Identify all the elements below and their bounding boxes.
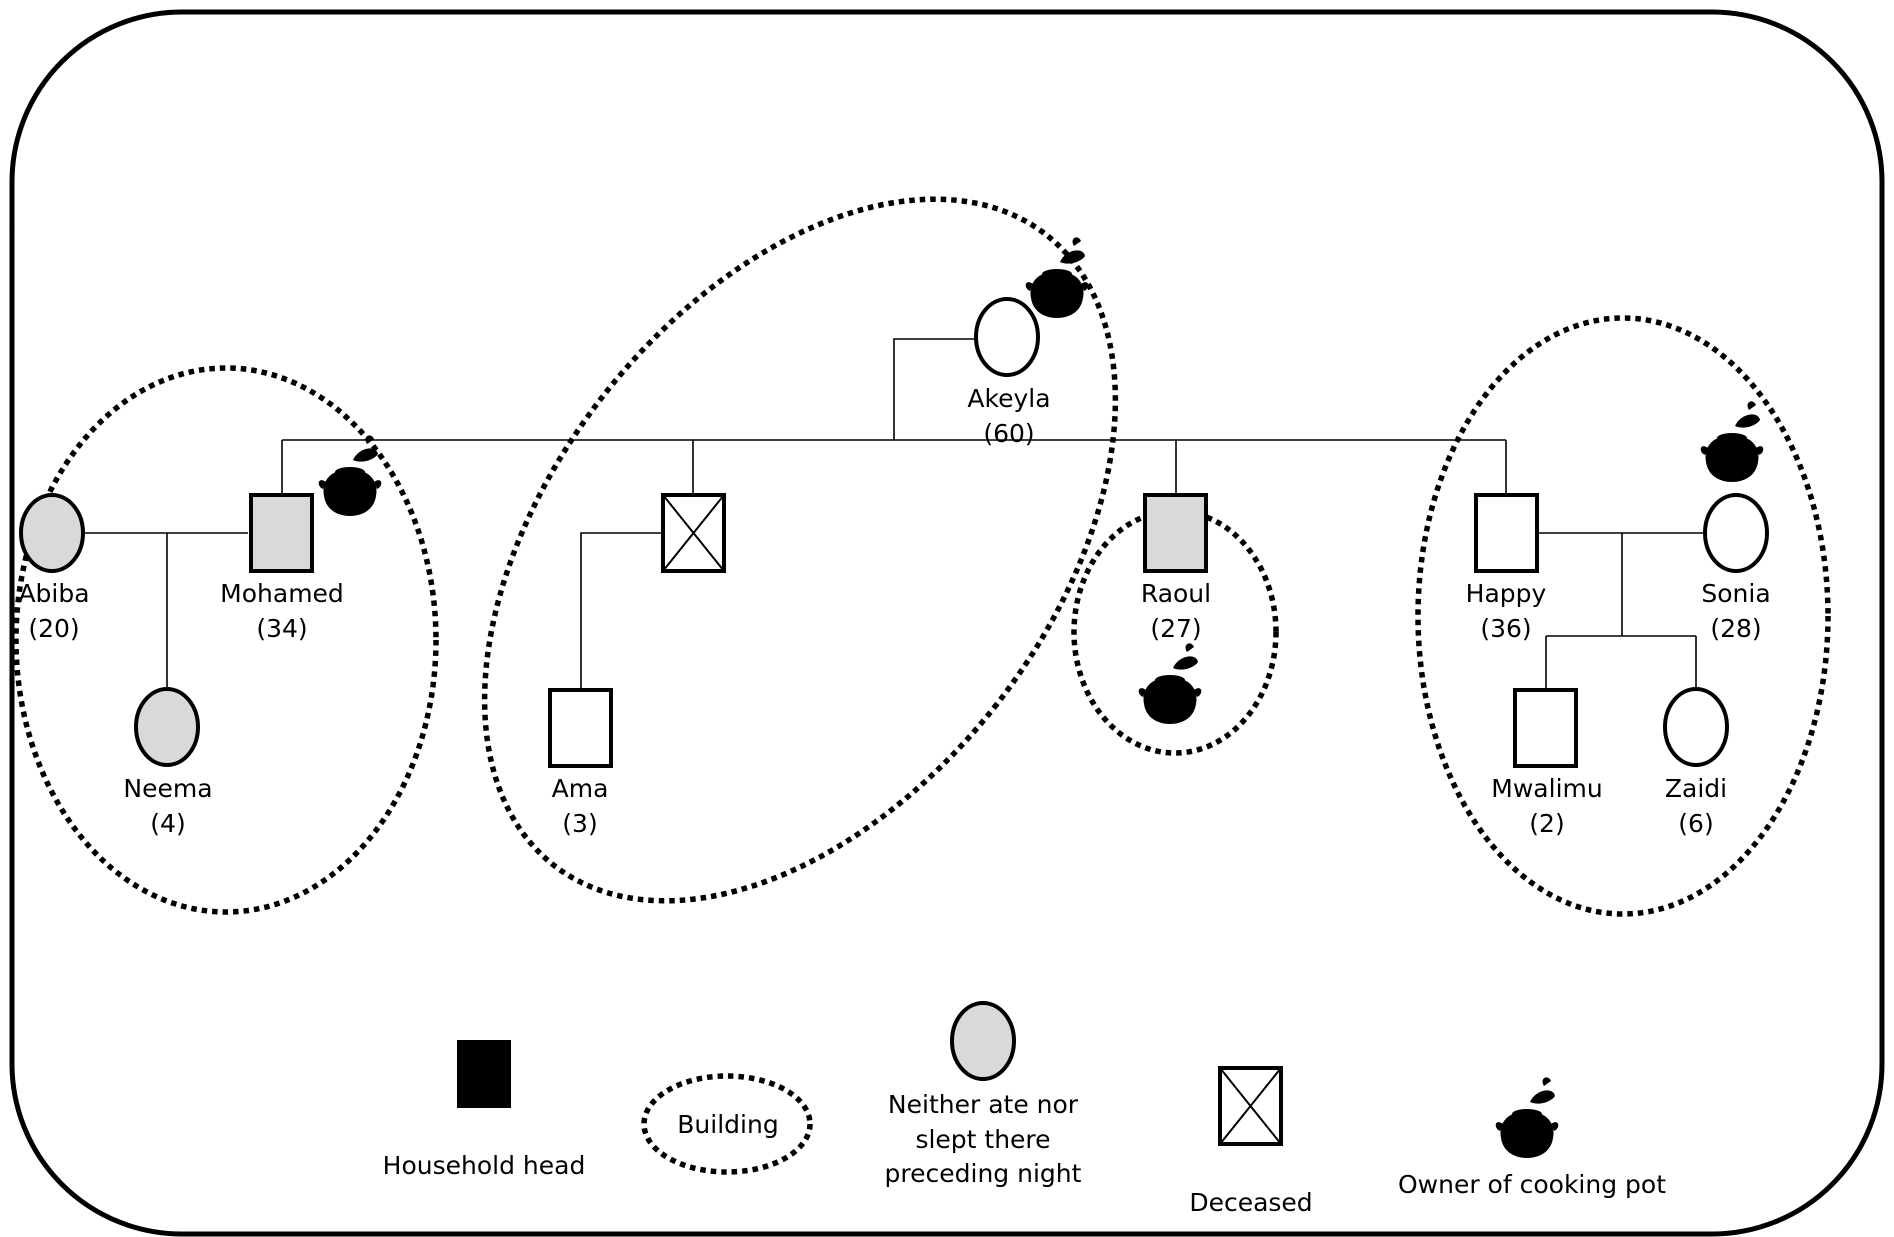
happy-symbol [1474, 493, 1539, 573]
sonia-age: (28) [1710, 614, 1761, 643]
zaidi-name: Zaidi [1665, 774, 1727, 803]
neema-name: Neema [123, 774, 212, 803]
legend-cooking-pot-icon [1495, 1077, 1559, 1158]
abiba-symbol [19, 493, 85, 573]
zaidi-age: (6) [1678, 809, 1713, 838]
legend-deceased-label: Deceased [1189, 1188, 1312, 1217]
mohamed-name: Mohamed [220, 579, 344, 608]
legend: Household head Building Neither ate nor … [383, 1001, 1666, 1217]
abiba-name: Abiba [18, 579, 89, 608]
mohamed-age: (34) [256, 614, 307, 643]
legend-absent-label-line1: Neither ate nor [888, 1090, 1079, 1119]
legend-building-symbol [641, 1073, 813, 1175]
ama-symbol [548, 688, 613, 768]
akeyla-symbol [974, 297, 1040, 377]
household-frame [9, 9, 1885, 1237]
sonia-cooking-pot-icon [1700, 401, 1764, 482]
zaidi-symbol [1663, 687, 1729, 767]
akeyla-age: (60) [983, 419, 1034, 448]
neema-age: (4) [150, 809, 185, 838]
happy-age: (36) [1480, 614, 1531, 643]
legend-household-head-label: Household head [383, 1151, 586, 1180]
building-3-outline [1071, 508, 1279, 756]
building-4-outline [1415, 315, 1831, 917]
raoul-symbol [1143, 493, 1208, 573]
mwalimu-name: Mwalimu [1491, 774, 1602, 803]
legend-household-head-symbol [457, 1040, 511, 1108]
legend-pot-owner-label: Owner of cooking pot [1398, 1170, 1666, 1199]
raoul-cooking-pot-icon [1138, 643, 1202, 724]
sonia-symbol [1703, 493, 1769, 573]
legend-absent-label-line3: preceding night [885, 1159, 1082, 1188]
raoul-age: (27) [1150, 614, 1201, 643]
legend-absent-label-line2: slept there [915, 1125, 1050, 1154]
legend-building-label: Building [677, 1110, 778, 1139]
building-1-outline [13, 365, 439, 915]
mwalimu-age: (2) [1529, 809, 1564, 838]
kinship-lines [84, 338, 1706, 689]
akeyla-cooking-pot-icon [1025, 237, 1089, 318]
happy-name: Happy [1466, 579, 1547, 608]
building-2-outline [481, 196, 1119, 904]
akeyla-name: Akeyla [967, 384, 1050, 413]
sonia-name: Sonia [1701, 579, 1770, 608]
mwalimu-symbol [1513, 688, 1578, 768]
ama-age: (3) [562, 809, 597, 838]
ama-name: Ama [552, 774, 609, 803]
abiba-age: (20) [28, 614, 79, 643]
legend-deceased-symbol [1218, 1066, 1283, 1146]
neema-symbol [134, 687, 200, 767]
deceased-son-symbol [661, 493, 726, 573]
raoul-name: Raoul [1141, 579, 1211, 608]
legend-absent-symbol [950, 1001, 1016, 1081]
mohamed-symbol [249, 493, 314, 573]
